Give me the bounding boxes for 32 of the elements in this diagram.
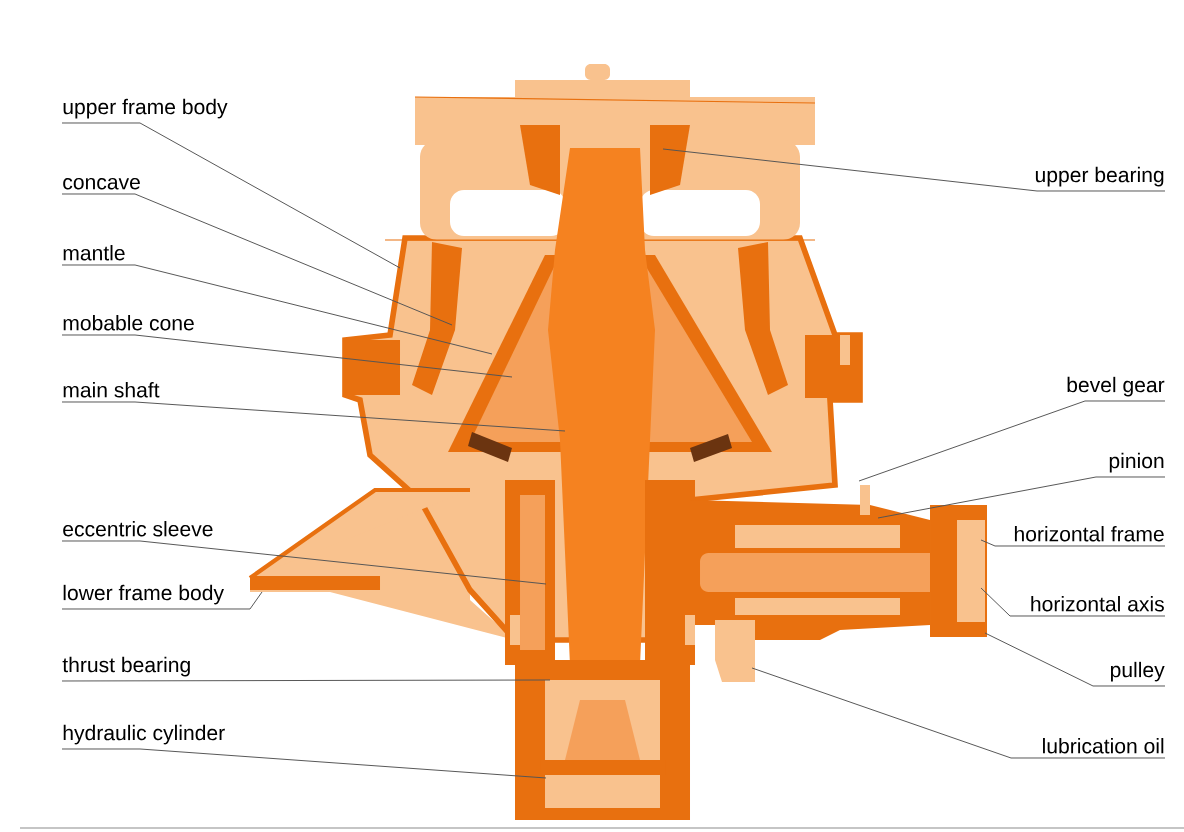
part-label: mantle	[63, 245, 125, 261]
part-label: lower frame body	[63, 584, 224, 605]
leader-line	[751, 667, 1166, 759]
leader-line	[61, 334, 513, 378]
part-label: horizontal frame	[1014, 526, 1164, 542]
part-label: upper bearing	[1035, 166, 1164, 187]
part-label: hydraulic cylinder	[63, 724, 225, 745]
part-label: mobable cone	[63, 315, 194, 331]
part-label: eccentric sleeve	[63, 521, 213, 537]
leader-line	[877, 476, 1166, 519]
leader-line	[61, 122, 401, 269]
part-label: pulley	[1111, 661, 1165, 682]
part-label: bevel gear	[1067, 376, 1165, 397]
part-label: thrust bearing	[62, 656, 190, 677]
part-label: main shaft	[63, 382, 160, 398]
leader-line	[980, 587, 1166, 617]
leader-line	[61, 679, 551, 682]
leader-line	[61, 540, 547, 585]
leader-line	[980, 539, 1166, 547]
part-label: upper frame body	[63, 98, 228, 119]
leader-line	[61, 591, 263, 610]
leader-line	[61, 264, 493, 355]
leader-line	[61, 748, 547, 779]
leader-line	[858, 400, 1166, 482]
leader-line	[662, 148, 1166, 192]
leader-line	[984, 632, 1166, 687]
part-label: horizontal axis	[1031, 596, 1164, 612]
leader-line	[61, 401, 566, 432]
part-label: pinion	[1109, 452, 1164, 473]
part-label: lubrication oil	[1043, 738, 1164, 754]
leader-line	[61, 193, 453, 326]
part-label: concave	[63, 177, 140, 190]
